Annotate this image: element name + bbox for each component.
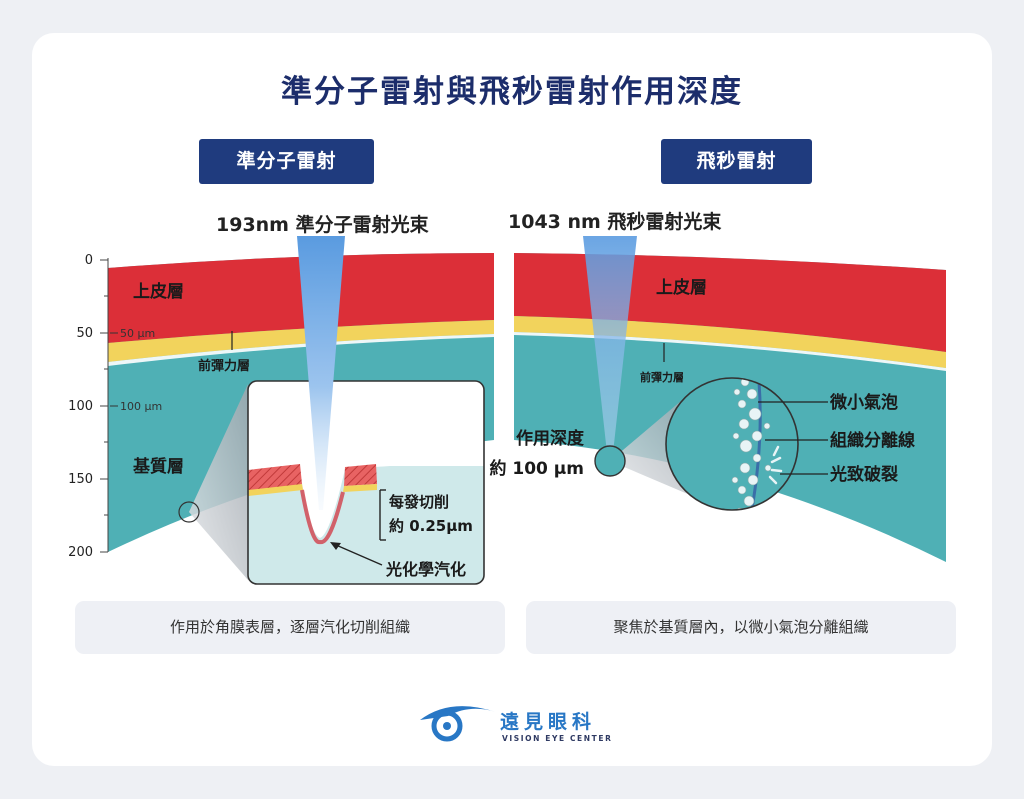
femto-header: 飛秒雷射 [661,139,812,184]
excimer-stroma-label: 基質層 [132,456,184,477]
depth-tick-0: 0 [85,253,93,268]
depth-axis [100,258,118,553]
femto-bowman-label: 前彈力層 [640,370,684,384]
excimer-beam-label: 193nm 準分子雷射光束 [216,214,429,236]
photoablation-arrow [335,544,383,566]
excimer-header: 準分子雷射 [199,139,374,184]
depth-marker-50: 50 µm [120,327,155,340]
femto-caption: 聚焦於基質層內，以微小氣泡分離組織 [526,601,956,654]
depth-tick-50: 50 [76,326,93,341]
logo-name: 遠見眼科 [500,711,597,733]
magnifier-cone [189,384,248,580]
separation-line-label: 組織分離線 [830,430,915,451]
cut-depth-bracket [379,489,386,541]
femto-epithelium-label: 上皮層 [656,277,707,298]
excimer-bowman-label: 前彈力層 [198,358,250,374]
vision-eye-logo-icon [420,706,496,742]
photodisruption-label: 光致破裂 [829,464,898,485]
ablation-per-pulse-line1: 每發切削 [389,493,449,511]
ablation-inset [247,380,485,585]
photoablation-label: 光化學汽化 [385,560,466,579]
depth-tick-100: 100 [68,399,93,414]
femto-zoom-circle [665,377,799,511]
photoablation-arrowhead [330,542,341,550]
excimer-beam [297,236,345,510]
femto-depth-line1: 作用深度 [516,428,585,449]
excimer-epithelium-label: 上皮層 [133,281,184,302]
depth-marker-100: 100 µm [120,400,162,413]
femto-beam [583,236,637,462]
depth-tick-200: 200 [68,545,93,560]
excimer-caption: 作用於角膜表層，逐層汽化切削組織 [75,601,505,654]
logo-sub: VISION EYE CENTER [502,734,613,743]
femto-beam-label: 1043 nm 飛秒雷射光束 [508,211,722,233]
bubbles-label: 微小氣泡 [829,392,898,413]
page-title: 準分子雷射與飛秒雷射作用深度 [281,74,743,110]
femto-depth-line2: 約 100 µm [489,458,584,479]
focus-circle [178,501,200,523]
femto-focus-circle [594,445,626,477]
depth-tick-150: 150 [68,472,93,487]
ablation-per-pulse-line2: 約 0.25µm [389,517,473,535]
